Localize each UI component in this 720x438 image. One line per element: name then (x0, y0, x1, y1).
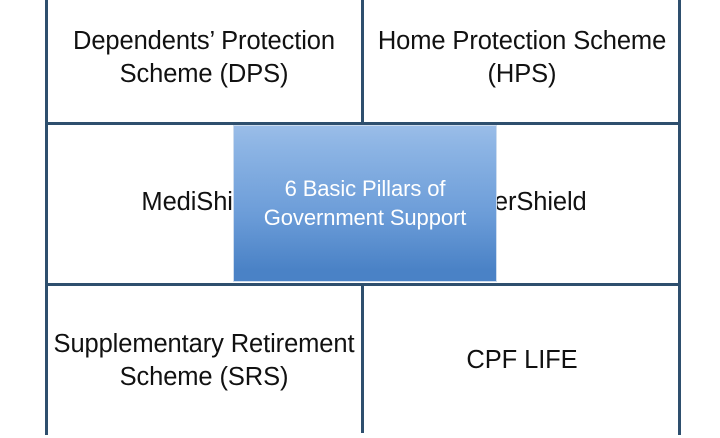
center-callout-label: 6 Basic Pillars of Government Support (263, 175, 467, 230)
cell-dps-label: Dependents’ Protection Scheme (DPS) (73, 27, 335, 88)
cell-hps-label: Home Protection Scheme (HPS) (377, 27, 667, 88)
grid-rule-below-middle-row (45, 283, 681, 286)
cell-supplementary-retirement-scheme: Supplementary Retirement Scheme (SRS) (45, 283, 363, 438)
cell-cpf-life: CPF LIFE (363, 283, 681, 438)
cell-srs-label: Supplementary Retirement Scheme (SRS) (53, 329, 355, 391)
cell-home-protection-scheme: Home Protection Scheme (HPS) (363, 0, 681, 122)
grid-divider-bottom-row (361, 283, 364, 433)
grid-row-bottom: Supplementary Retirement Scheme (SRS) CP… (45, 283, 681, 438)
grid-rule-above-middle-row (45, 122, 681, 125)
grid-divider-top-row (361, 0, 364, 122)
cell-dependents-protection-scheme: Dependents’ Protection Scheme (DPS) (45, 0, 363, 122)
center-callout-box: 6 Basic Pillars of Government Support (233, 125, 497, 282)
cell-cpf-life-label: CPF LIFE (466, 346, 578, 375)
grid-border-right (678, 0, 681, 435)
grid-row-top: Dependents’ Protection Scheme (DPS) Home… (45, 0, 681, 122)
grid-border-left (45, 0, 48, 435)
